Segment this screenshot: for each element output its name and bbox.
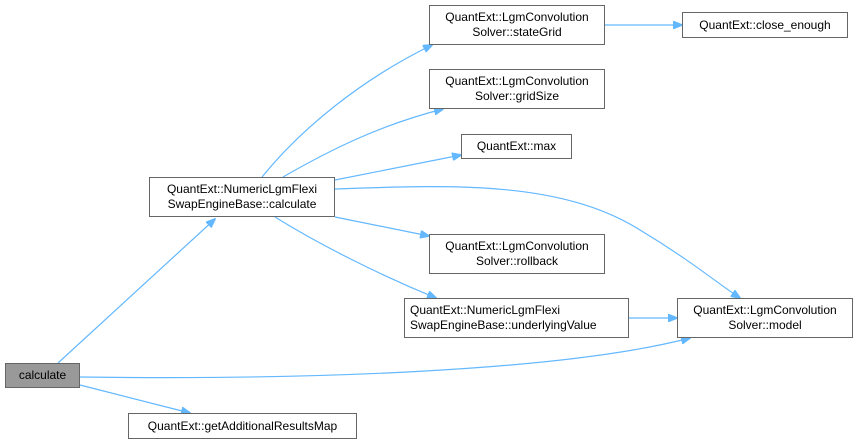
node-label-line1: QuantExt::LgmConvolution xyxy=(445,10,589,24)
node-underlying-value[interactable]: QuantExt::NumericLgmFlexi SwapEngineBase… xyxy=(404,298,629,338)
node-label-line2: SwapEngineBase::underlyingValue xyxy=(410,318,597,332)
node-rollback[interactable]: QuantExt::LgmConvolution Solver::rollbac… xyxy=(429,234,605,274)
edge-calculate-to-additional-results xyxy=(79,384,190,413)
edge-engine-to-model xyxy=(334,186,740,298)
node-label-line1: QuantExt::NumericLgmFlexi xyxy=(166,182,318,196)
node-label-line2: Solver::gridSize xyxy=(474,89,560,103)
node-label-line2: Solver::model xyxy=(728,318,802,332)
edge-engine-to-max xyxy=(334,155,461,181)
node-max[interactable]: QuantExt::max xyxy=(461,134,572,159)
node-close-enough[interactable]: QuantExt::close_enough xyxy=(682,12,848,38)
node-additional-results-map[interactable]: QuantExt::getAdditionalResultsMap xyxy=(128,413,357,439)
node-label: QuantExt::close_enough xyxy=(699,17,831,32)
node-label-line2: Solver::rollback xyxy=(475,254,559,268)
node-engine-calculate[interactable]: QuantExt::NumericLgmFlexi SwapEngineBase… xyxy=(149,177,335,217)
node-label: QuantExt::getAdditionalResultsMap xyxy=(147,418,338,433)
edge-engine-to-rollback xyxy=(334,216,429,236)
node-label: calculate xyxy=(18,368,67,382)
node-label-line1: QuantExt::LgmConvolution xyxy=(445,239,589,253)
node-label-line2: SwapEngineBase::calculate xyxy=(167,197,317,211)
edge-engine-to-underlying xyxy=(274,216,436,298)
node-label-line2: Solver::stateGrid xyxy=(472,25,562,39)
node-label: QuantExt::max xyxy=(476,139,557,153)
node-calculate: calculate xyxy=(5,363,80,388)
node-label-line1: QuantExt::LgmConvolution xyxy=(693,303,837,317)
edge-calculate-to-engine-calculate xyxy=(57,219,215,364)
edge-engine-to-gridsize xyxy=(282,109,443,178)
edge-engine-to-stategrid xyxy=(261,45,432,178)
node-state-grid[interactable]: QuantExt::LgmConvolution Solver::stateGr… xyxy=(429,5,605,45)
node-label-line1: QuantExt::LgmConvolution xyxy=(445,74,589,88)
node-label-line1: QuantExt::NumericLgmFlexi xyxy=(410,303,561,317)
node-model[interactable]: QuantExt::LgmConvolution Solver::model xyxy=(677,298,853,338)
node-grid-size[interactable]: QuantExt::LgmConvolution Solver::gridSiz… xyxy=(429,69,605,109)
edge-calculate-to-model xyxy=(79,338,690,379)
